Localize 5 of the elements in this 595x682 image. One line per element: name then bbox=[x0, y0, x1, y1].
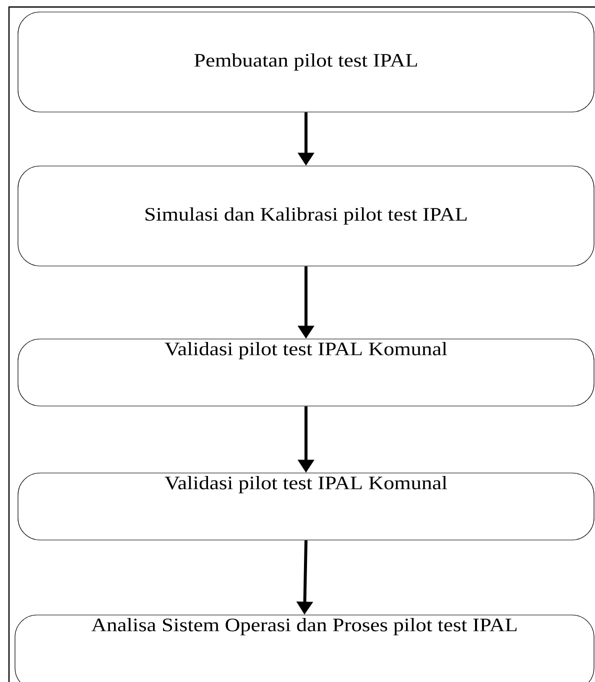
process-box: Validasi pilot test IPAL Komunal bbox=[18, 472, 594, 540]
process-box: Simulasi dan Kalibrasi pilot test IPAL bbox=[18, 166, 594, 266]
process-box: Validasi pilot test IPAL Komunal bbox=[18, 338, 594, 406]
process-box: Analisa Sistem Operasi dan Proses pilot test IPAL bbox=[14, 614, 594, 682]
process-box: Pembuatan pilot test IPAL bbox=[18, 12, 594, 112]
